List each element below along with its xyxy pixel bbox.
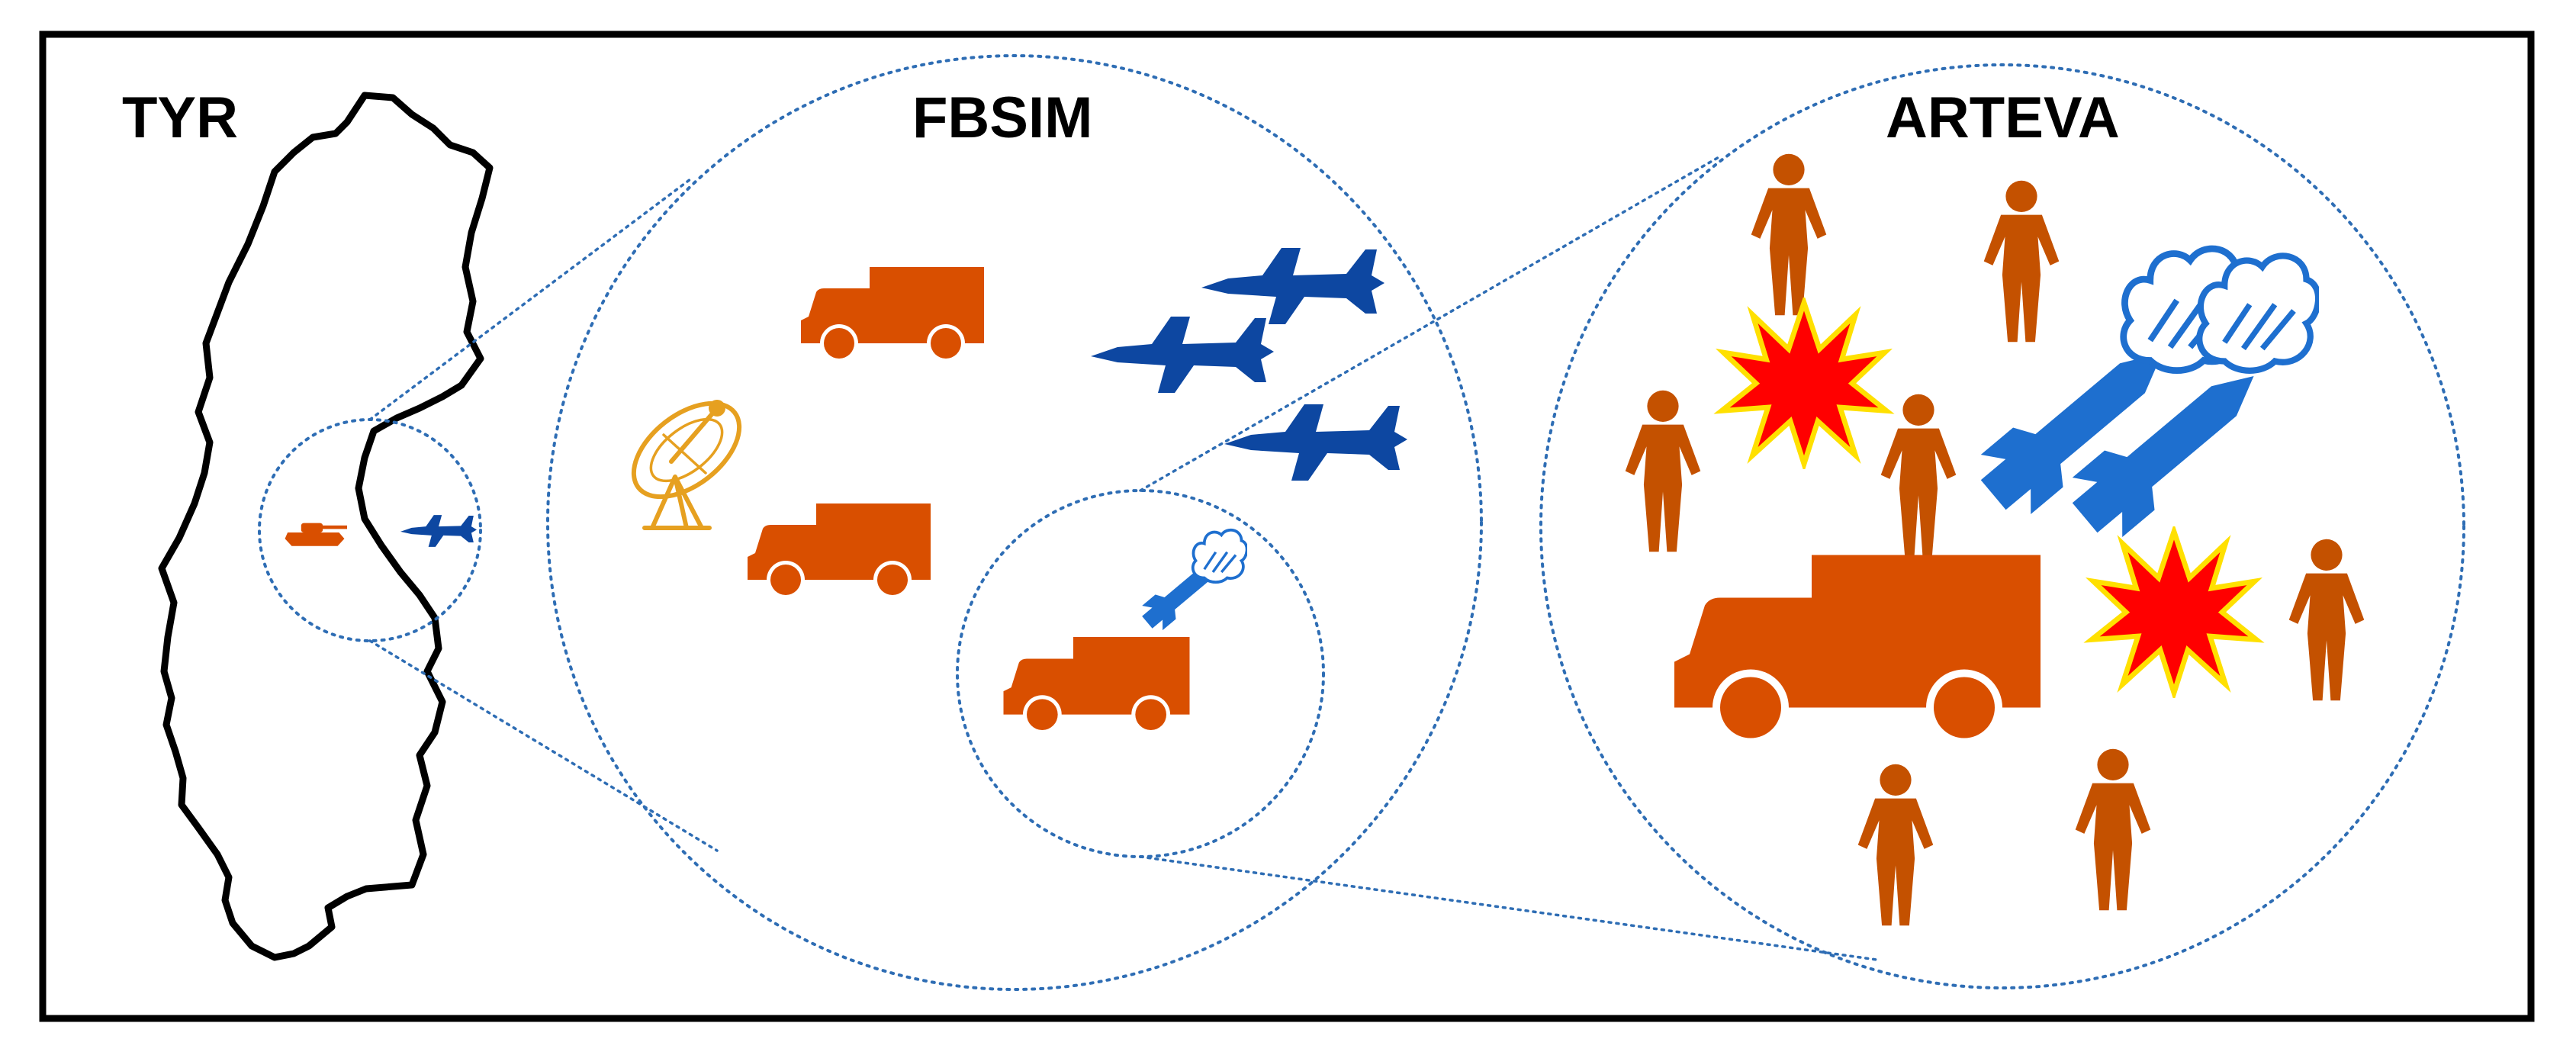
arteva-zoom-circle [1539,63,2465,989]
fbsim-title: FBSIM [912,85,1092,150]
arteva-title: ARTEVA [1886,85,2120,150]
tyr-title: TYR [122,85,238,150]
zoom-line [1139,855,1878,961]
zoom-line [368,639,719,852]
fbsim-zoom-circle [546,54,1483,991]
radar-dish-icon [631,400,742,530]
zoom-line [368,178,692,421]
zoom-line [1139,155,1722,492]
map-outline-icon [158,92,494,961]
